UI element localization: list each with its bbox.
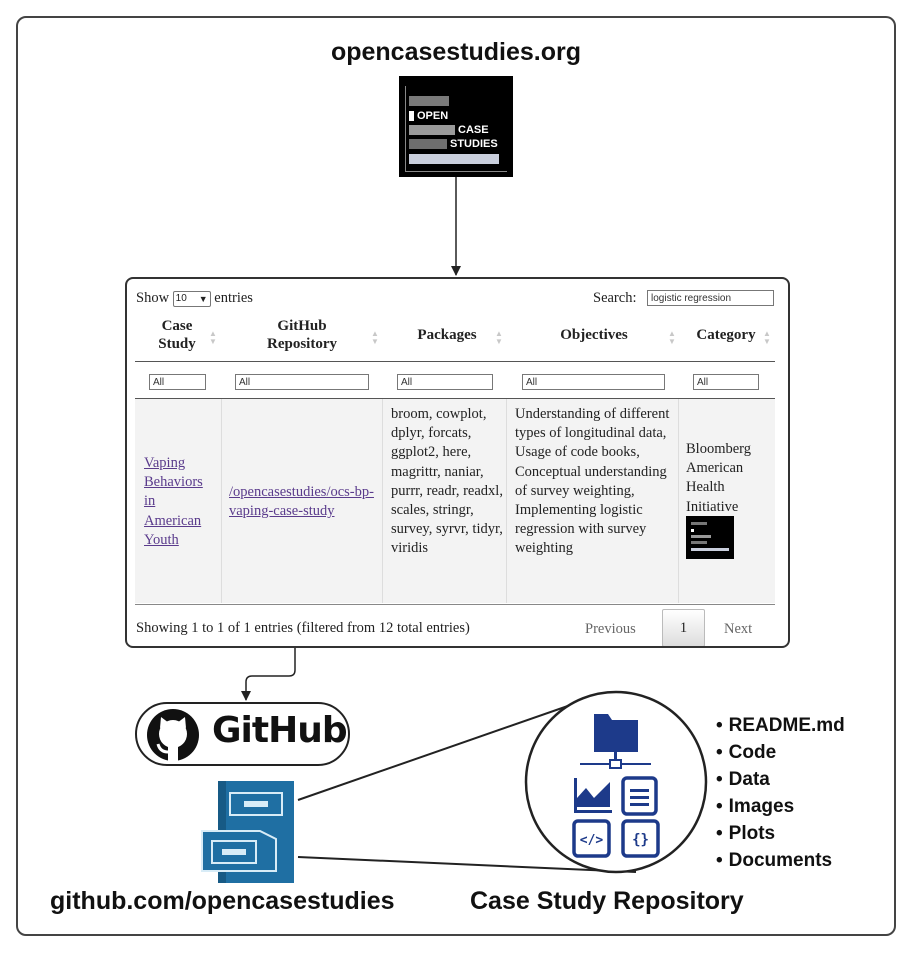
filing-cabinet-icon <box>201 781 294 883</box>
category-logo-thumbnail <box>686 516 734 559</box>
thumb-bar <box>691 529 694 532</box>
site-title: opencasestudies.org <box>330 38 582 66</box>
logo-bar-4 <box>409 139 447 149</box>
list-item: Plots <box>716 820 845 847</box>
html-code-icon: </> <box>572 819 611 858</box>
table-row <box>135 399 775 603</box>
document-icon <box>621 776 658 816</box>
open-case-studies-logo: Open Case Studies <box>399 76 513 177</box>
chevron-down-icon: ▼ <box>198 293 208 304</box>
repository-contents-list: README.md Code Data Images Plots Documen… <box>716 712 845 874</box>
svg-text:{}: {} <box>632 832 649 848</box>
sort-icon[interactable]: ▲▼ <box>668 329 676 346</box>
page-1-button[interactable]: 1 <box>662 609 705 646</box>
github-logo: GitHub <box>135 702 350 766</box>
network-folder-icon <box>580 714 651 769</box>
filter-input-objectives[interactable]: All <box>522 374 665 390</box>
list-item: README.md <box>716 712 845 739</box>
filter-placeholder: All <box>697 377 709 388</box>
thumb-bar <box>691 535 711 538</box>
sort-icon[interactable]: ▲▼ <box>371 329 379 346</box>
chart-icon <box>574 778 612 813</box>
column-divider <box>221 399 222 603</box>
filter-divider <box>135 398 775 399</box>
column-header-packages[interactable]: Packages <box>417 327 477 343</box>
thumb-bar <box>691 541 707 544</box>
repository-contents-circle: </> {} <box>524 690 708 874</box>
logo-axis-horizontal <box>405 171 507 172</box>
header-divider <box>135 361 775 362</box>
logo-bar-5 <box>409 154 499 164</box>
logo-word-case: Case <box>458 124 489 136</box>
previous-button[interactable]: Previous <box>585 621 636 637</box>
zoom-line-top <box>297 699 586 801</box>
column-header-github-repository[interactable]: GitHub Repository <box>267 318 337 352</box>
column-header-objectives[interactable]: Objectives <box>560 327 628 343</box>
row-divider <box>135 604 775 605</box>
repository-link[interactable]: /opencasestudies/ocs-bp-vaping-case-stud… <box>229 484 374 520</box>
filter-input-packages[interactable]: All <box>397 374 493 390</box>
sort-icon[interactable]: ▲▼ <box>209 329 217 346</box>
list-item: Documents <box>716 847 845 874</box>
diagram-frame <box>16 16 896 936</box>
logo-bar-1 <box>409 96 449 106</box>
logo-bar-3 <box>409 125 455 135</box>
case-study-repository-caption: Case Study Repository <box>470 887 744 915</box>
sort-icon[interactable]: ▲▼ <box>763 329 771 346</box>
filter-placeholder: All <box>526 377 538 388</box>
filter-placeholder: All <box>401 377 413 388</box>
case-study-link[interactable]: Vaping Behaviors in American Youth <box>144 455 203 548</box>
list-item: Code <box>716 739 845 766</box>
zoom-line-bottom <box>297 856 637 873</box>
thumb-bar <box>691 522 707 525</box>
column-header-category[interactable]: Category <box>696 327 756 343</box>
search-label: Search: <box>593 290 637 306</box>
entries-select[interactable]: 10 ▼ <box>172 290 211 307</box>
svg-text:</>: </> <box>580 833 604 848</box>
next-button[interactable]: Next <box>724 621 753 637</box>
column-divider <box>506 399 507 603</box>
packages-cell: broom, cowplot, dplyr, forcats, ggplot2,… <box>391 406 503 557</box>
logo-word-studies: Studies <box>450 138 498 150</box>
objectives-cell: Understanding of different types of long… <box>515 406 670 557</box>
column-divider <box>678 399 679 603</box>
logo-word-open: Open <box>417 110 449 122</box>
filter-placeholder: All <box>239 377 251 388</box>
table-info: Showing 1 to 1 of 1 entries (filtered fr… <box>136 620 470 636</box>
case-study-table-window: Show 10 ▼ entries Search: logistic regres… <box>125 277 790 648</box>
list-item: Images <box>716 793 845 820</box>
show-label: Show <box>136 290 170 306</box>
filter-placeholder: All <box>153 377 165 388</box>
length-control: Show 10 ▼ entries <box>136 289 253 307</box>
sort-icon[interactable]: ▲▼ <box>495 329 503 346</box>
logo-bar-2 <box>409 111 414 121</box>
json-code-icon: {} <box>621 819 660 858</box>
filter-input-github-repository[interactable]: All <box>235 374 369 390</box>
octocat-icon <box>147 709 199 761</box>
github-url-caption: github.com/opencasestudies <box>50 887 395 915</box>
logo-axis-vertical <box>405 86 406 172</box>
list-item: Data <box>716 766 845 793</box>
search-input[interactable]: logistic regression <box>647 290 774 306</box>
entries-label: entries <box>214 290 253 306</box>
filter-input-category[interactable]: All <box>693 374 759 390</box>
column-divider <box>382 399 383 603</box>
filter-input-case-study[interactable]: All <box>149 374 206 390</box>
entries-select-value: 10 <box>175 292 187 304</box>
github-wordmark: GitHub <box>212 710 348 751</box>
category-cell: Bloomberg American Health Initiative <box>686 441 751 515</box>
column-header-case-study[interactable]: Case Study <box>158 318 196 352</box>
arrow-table-to-github <box>241 648 296 701</box>
thumb-bar <box>691 548 729 551</box>
